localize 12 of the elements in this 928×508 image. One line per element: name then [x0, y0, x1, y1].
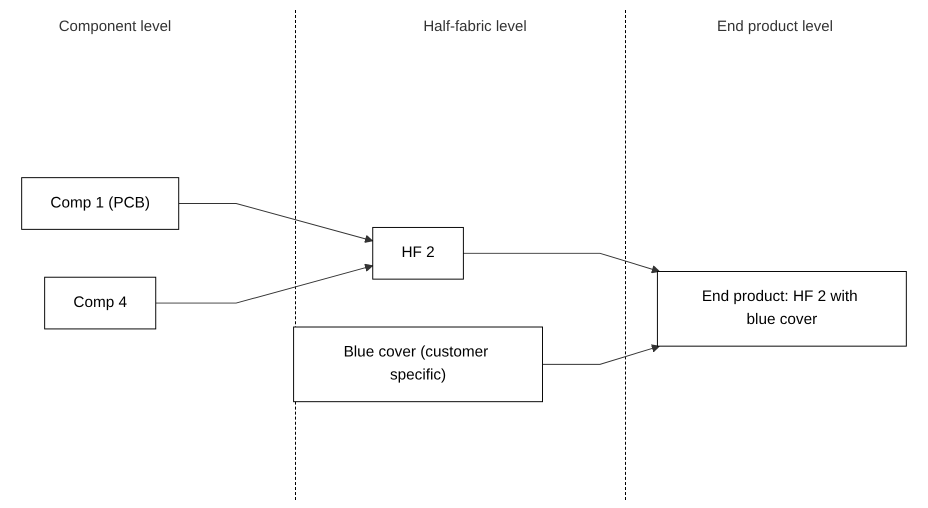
arrow: [155, 264, 374, 304]
node-box: Comp 4: [44, 277, 156, 330]
node-box: End product: HF 2 with blue cover: [656, 271, 907, 347]
column-heading: Component level: [58, 18, 172, 35]
arrow: [542, 344, 660, 366]
arrow: [462, 253, 660, 274]
column-heading: Half-fabric level: [422, 18, 528, 35]
node-box: Blue cover (customer specific): [293, 326, 543, 402]
column-heading: End product level: [716, 18, 834, 35]
node-box: Comp 1 (PCB): [21, 178, 180, 230]
node-box: HF 2: [372, 227, 464, 280]
arrow: [178, 203, 374, 244]
